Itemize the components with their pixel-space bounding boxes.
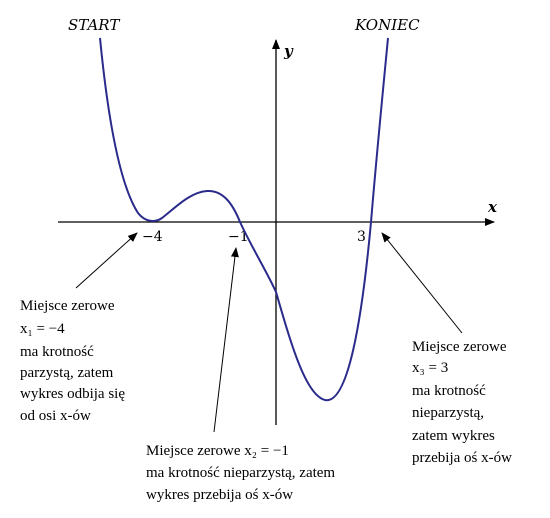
polynomial-curve	[99, 37, 389, 402]
arrow-to-x2	[213, 247, 239, 433]
annotation-x1: Miejsce zerowe x₁ = −4 ma krotność parzy…	[20, 298, 125, 424]
tick-label-minus1: −1	[228, 229, 249, 245]
annotation-x3-line: x₃ = 3	[412, 360, 448, 376]
start-label: START	[68, 16, 120, 34]
annotation-x1-line: od osi x-ów	[20, 408, 91, 424]
annotation-x1-line: parzystą, zatem	[20, 365, 114, 381]
tick-label-minus4: −4	[142, 229, 163, 245]
x-axis-label: x	[487, 198, 498, 216]
arrow-to-x3	[381, 232, 463, 334]
annotation-x2-line: Miejsce zerowe x₂ = −1	[146, 443, 289, 459]
tick-label-3: 3	[357, 229, 366, 245]
annotation-x3-line: nieparzystą,	[412, 405, 484, 421]
annotation-x1-line: wykres odbija się	[20, 386, 125, 402]
annotation-x3: Miejsce zerowe x₃ = 3 ma krotność niepar…	[412, 339, 512, 466]
annotation-x1-line: ma krotność	[20, 344, 94, 360]
annotation-x3-line: ma krotność	[412, 383, 486, 399]
annotation-x3-line: przebija oś x-ów	[412, 450, 512, 466]
arrow-to-x1	[75, 232, 138, 289]
y-axis-label: y	[283, 42, 294, 60]
annotation-x2-line: wykres przebija oś x-ów	[146, 487, 293, 503]
annotation-x3-line: zatem wykres	[412, 428, 495, 444]
end-label: KONIEC	[354, 16, 420, 34]
annotation-x2-line: ma krotność nieparzystą, zatem	[146, 465, 335, 481]
annotation-x1-line: x₁ = −4	[20, 321, 65, 337]
annotation-x3-line: Miejsce zerowe	[412, 339, 507, 355]
annotation-x2: Miejsce zerowe x₂ = −1 ma krotność niepa…	[146, 443, 335, 503]
annotation-x1-line: Miejsce zerowe	[20, 298, 115, 314]
